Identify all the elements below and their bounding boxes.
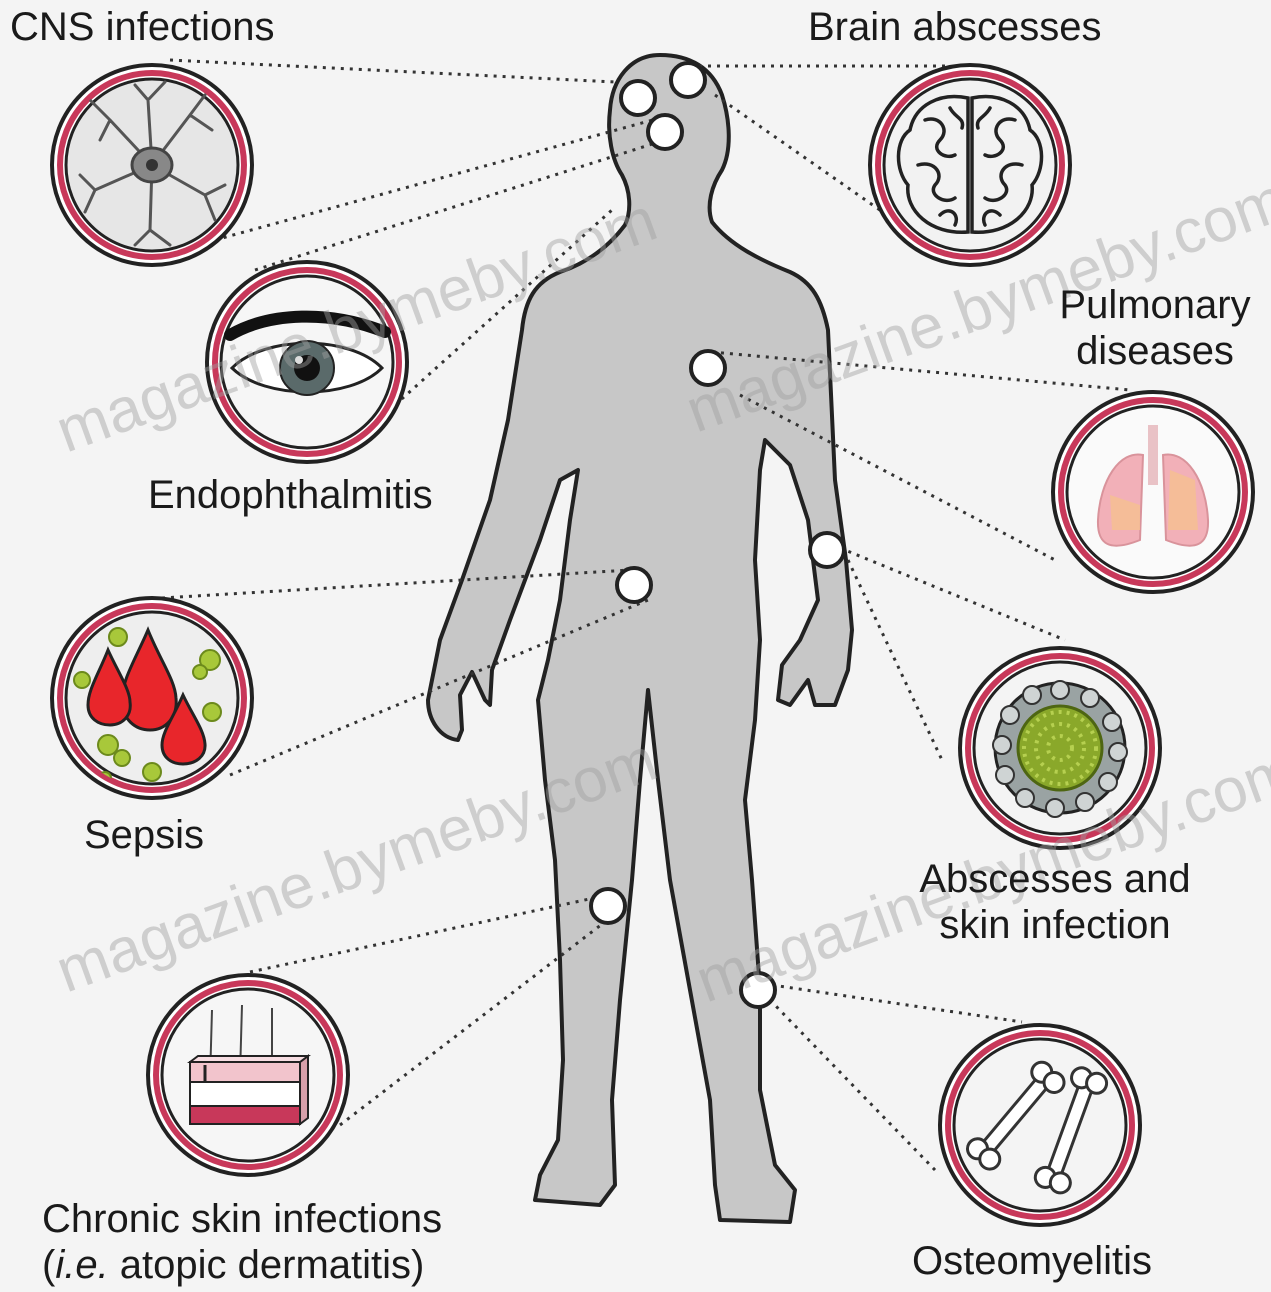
label-abscesses-line1: Abscesses and — [900, 856, 1210, 902]
label-endophthalmitis: Endophthalmitis — [148, 472, 433, 518]
lungs-icon — [1053, 392, 1253, 592]
label-abscesses-skin-infection: Abscesses and skin infection — [900, 856, 1210, 948]
blood-drops-icon — [52, 598, 252, 798]
site-marker-blood — [617, 568, 651, 602]
site-marker-brain — [671, 63, 705, 97]
site-marker-arm — [810, 533, 844, 567]
label-chronic-line1: Chronic skin infections — [42, 1196, 442, 1242]
bones-icon — [940, 1025, 1140, 1225]
label-chronic-ie: i.e. — [55, 1243, 108, 1287]
eye-icon — [207, 262, 407, 462]
site-marker-lung — [691, 351, 725, 385]
neuron-icon — [52, 65, 252, 265]
label-pulmonary-diseases: Pulmonary diseases — [1040, 282, 1270, 374]
brain-icon — [870, 65, 1070, 265]
label-chronic-paren: ( — [42, 1243, 55, 1287]
label-brain-abscesses: Brain abscesses — [808, 4, 1101, 50]
label-pulmonary-line2: diseases — [1040, 328, 1270, 374]
site-marker-cns — [621, 81, 655, 115]
site-marker-thigh — [591, 889, 625, 923]
skin-layers-icon — [148, 975, 348, 1175]
site-marker-eye — [648, 115, 682, 149]
label-chronic-line2: (i.e. atopic dermatitis) — [42, 1242, 442, 1288]
site-marker-knee — [741, 973, 775, 1007]
abscess-icon — [960, 648, 1160, 848]
label-abscesses-line2: skin infection — [900, 902, 1210, 948]
human-body-silhouette — [428, 55, 852, 1222]
label-sepsis: Sepsis — [84, 812, 204, 858]
label-cns-infections: CNS infections — [10, 4, 275, 50]
label-osteomyelitis: Osteomyelitis — [912, 1238, 1152, 1284]
label-chronic-rest: atopic dermatitis) — [109, 1243, 425, 1287]
label-pulmonary-line1: Pulmonary — [1040, 282, 1270, 328]
label-chronic-skin-infections: Chronic skin infections (i.e. atopic der… — [42, 1196, 442, 1288]
